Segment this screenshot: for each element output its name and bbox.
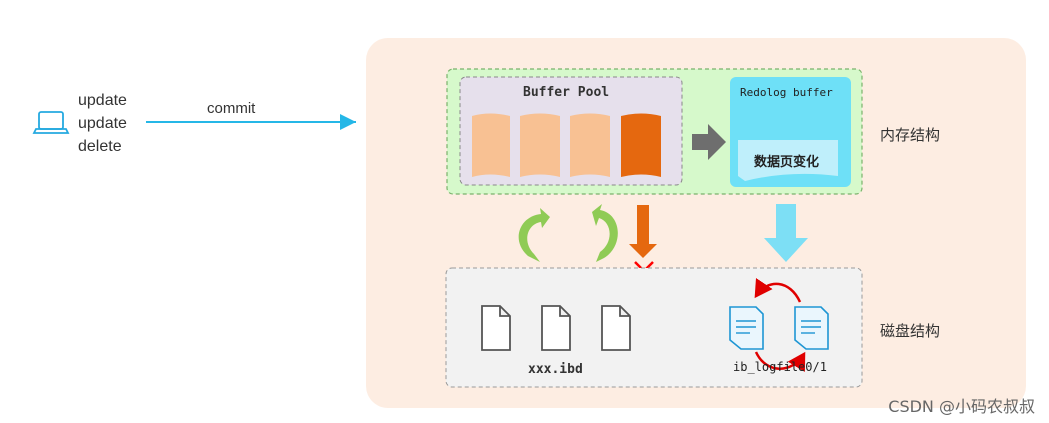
data-file-label: xxx.ibd (528, 362, 583, 377)
data-files (481, 305, 631, 351)
operation-delete: delete (78, 138, 122, 155)
file-icon (481, 305, 511, 351)
operation-update-1: update (78, 92, 127, 109)
document-lines-icon (794, 306, 829, 350)
buffer-pool-title: Buffer Pool (523, 85, 610, 100)
disk-structure-label: 磁盘结构 (880, 322, 941, 340)
redolog-note (738, 140, 838, 181)
commit-label: commit (207, 100, 256, 117)
cycle-arrows (754, 277, 806, 373)
persist-log-arrow (764, 204, 808, 262)
page-clean (472, 113, 510, 177)
sync-arrows (518, 204, 618, 262)
cycle-arrow-top (754, 277, 802, 303)
watermark: CSDN @小码农叔叔 (888, 397, 1035, 416)
document-lines-icon (729, 306, 764, 350)
file-icon (601, 305, 631, 351)
laptop-icon (32, 111, 70, 134)
redolog-buffer-title: Redolog buffer (740, 86, 833, 99)
redolog-content-label: 数据页变化 (754, 155, 820, 170)
log-file-label: ib_logfile0/1 (733, 360, 827, 374)
page-clean (520, 113, 560, 177)
page-dirty (621, 113, 661, 177)
flush-arrow (629, 205, 657, 258)
cycle-arrow-bottom (754, 351, 806, 373)
memory-structure-label: 内存结构 (880, 126, 941, 144)
write-log-arrow (692, 124, 726, 160)
log-files (729, 306, 829, 350)
page-clean (570, 113, 610, 177)
buffer-pool-pages (472, 113, 661, 177)
file-icon (541, 305, 571, 351)
sync-arrow-right (592, 204, 618, 262)
sync-arrow-left (518, 208, 550, 262)
operation-update-2: update (78, 115, 127, 132)
